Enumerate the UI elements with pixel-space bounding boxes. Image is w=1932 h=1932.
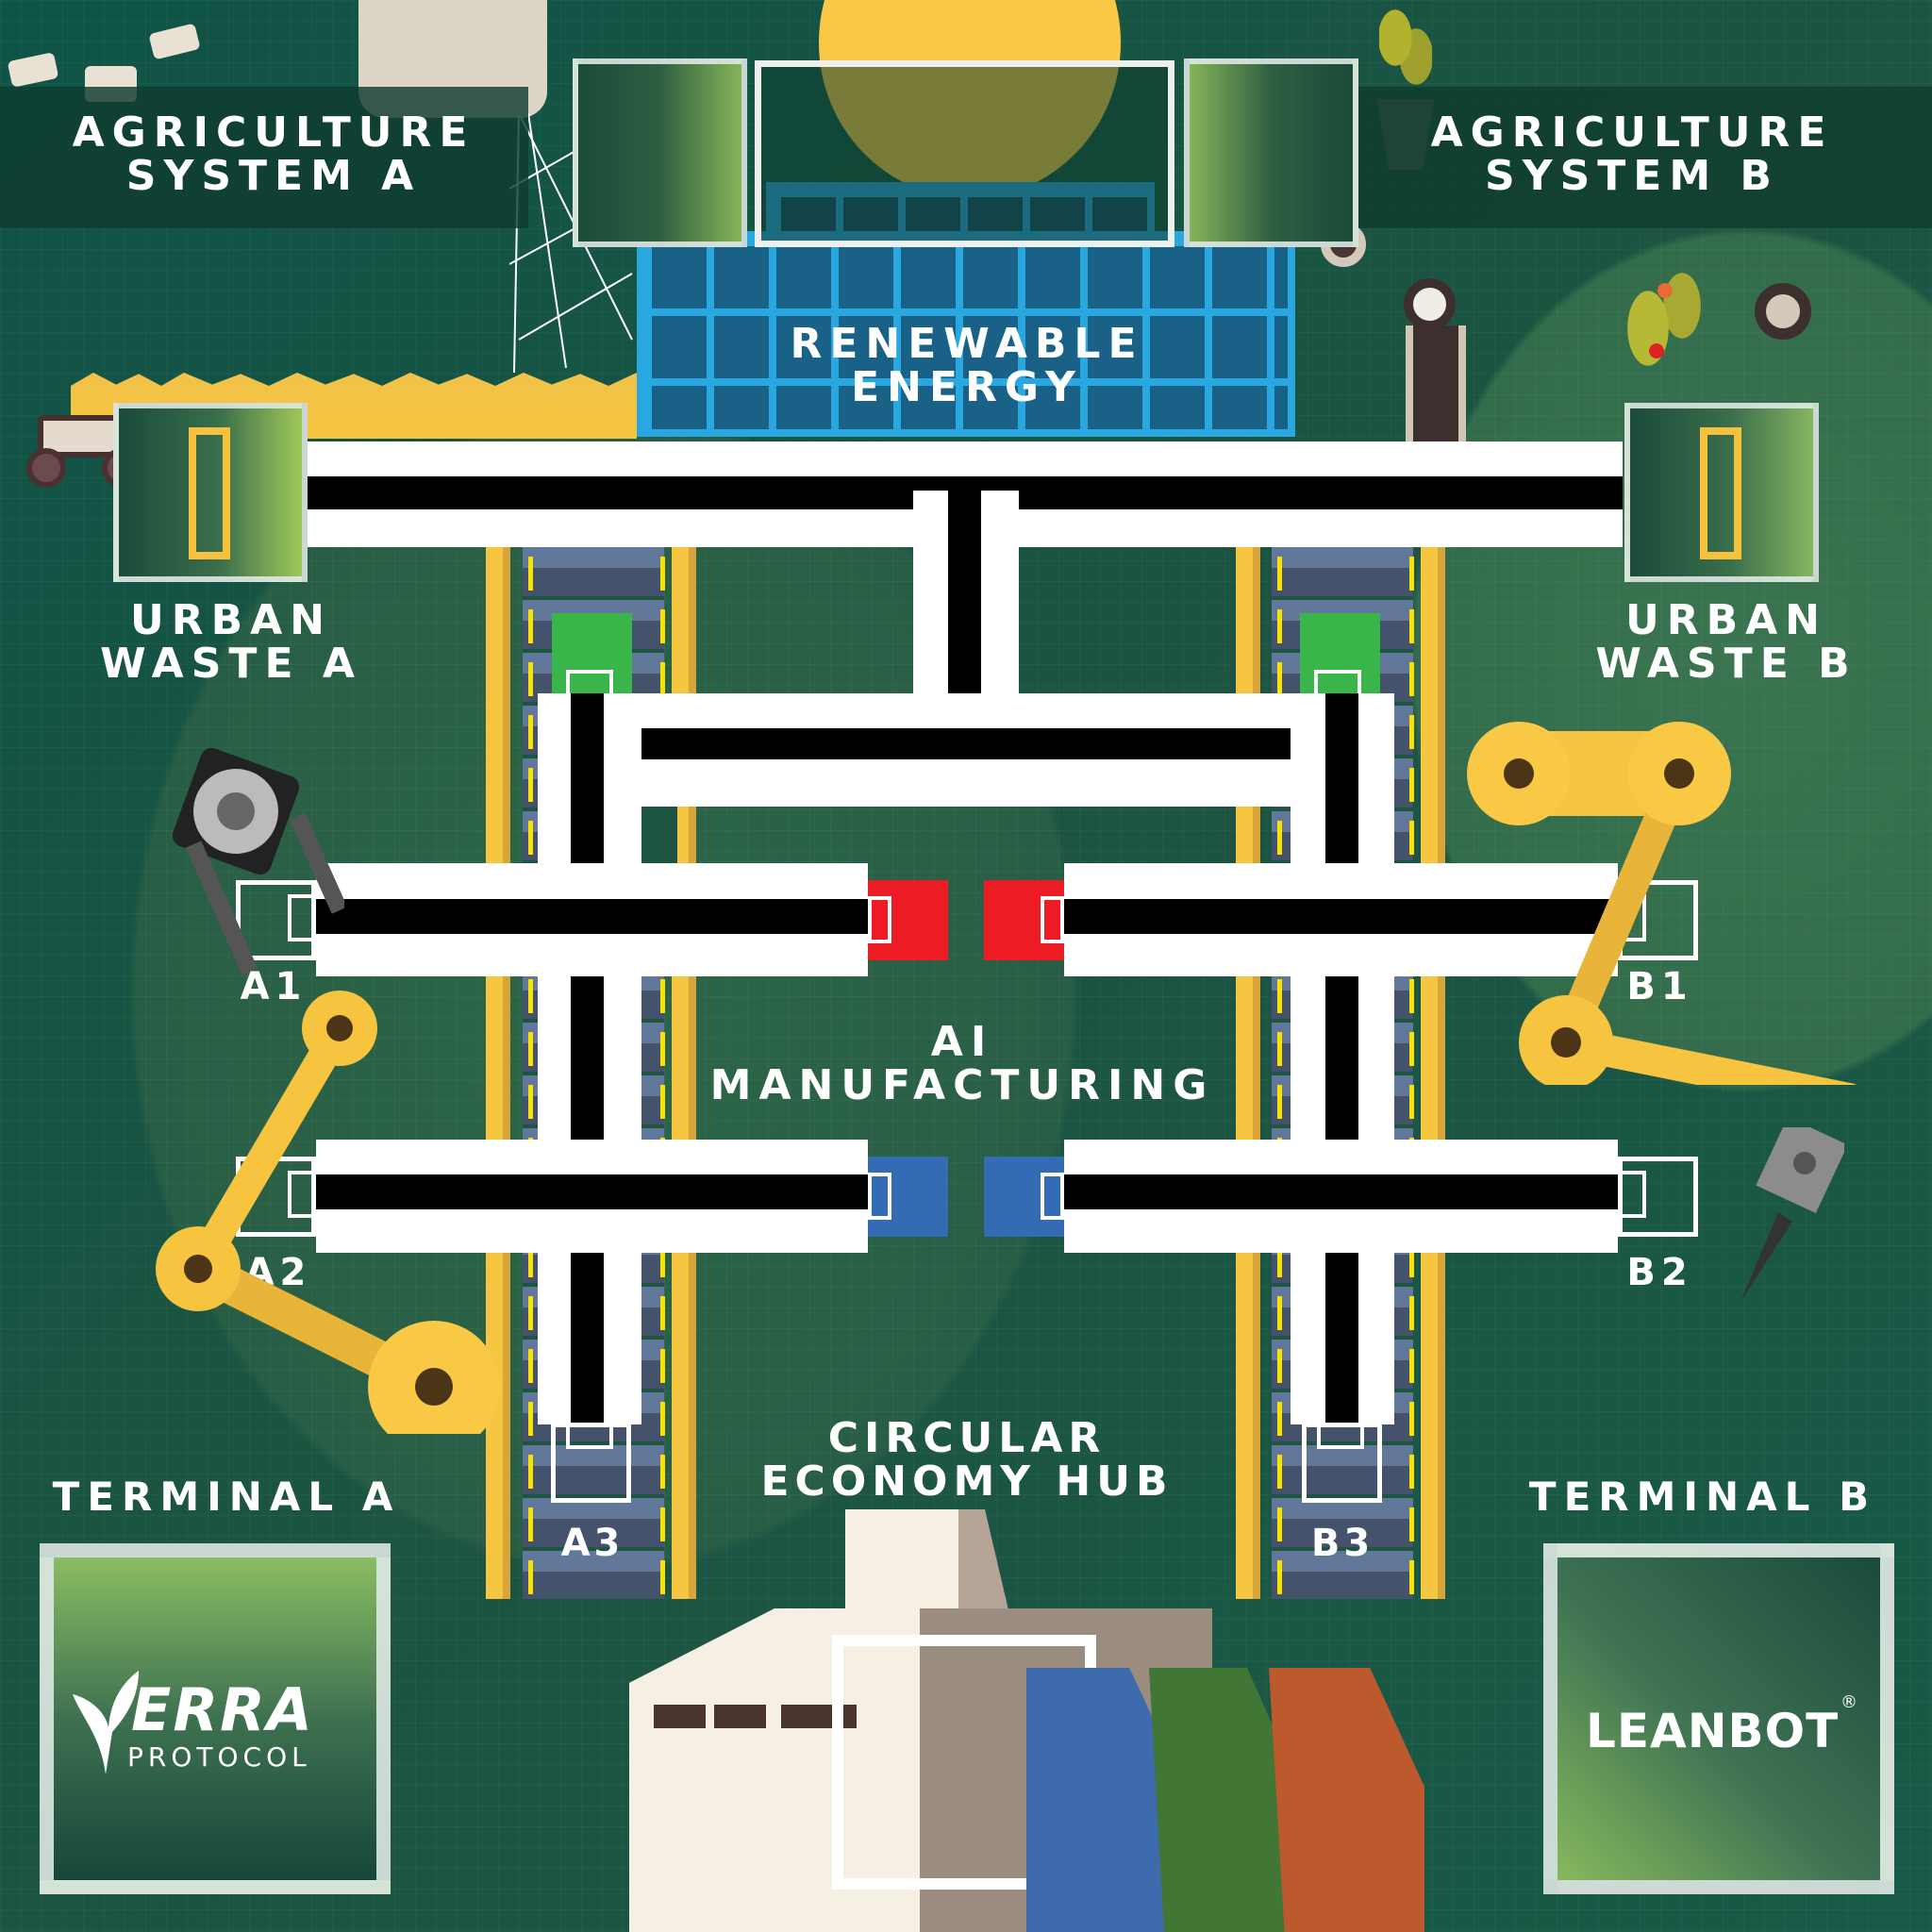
blue-marker-a[interactable] (868, 1157, 948, 1237)
agriculture-a-band (0, 87, 528, 228)
zone-terminal-a[interactable]: ERRA PROTOCOL (40, 1543, 391, 1894)
ai-manufacturing-label: AI MANUFACTURING (709, 1018, 1215, 1110)
tomato-plant-icon (1623, 245, 1707, 396)
green-block-a[interactable] (552, 613, 632, 693)
station-b3-label: B3 (1310, 1522, 1374, 1565)
leanbot-logo: LEANBOT ® (1586, 1692, 1869, 1760)
circular-economy-hub-label: CIRCULAR ECONOMY HUB (760, 1414, 1174, 1507)
red-marker-a[interactable] (868, 880, 948, 960)
urban-waste-b-label: URBAN WASTE B (1595, 596, 1857, 689)
terra-logo-text: ERRA (131, 1675, 314, 1744)
red-slot-a (868, 896, 891, 943)
leaf-logo-icon (73, 1671, 139, 1774)
urban-waste-a-slot (189, 427, 230, 559)
station-b1-label: B1 (1626, 965, 1693, 1008)
agriculture-b-band (1330, 87, 1932, 228)
terminal-b-label: TERMINAL B (1528, 1474, 1877, 1520)
station-a3-label: A3 (560, 1522, 625, 1565)
station-a2-slot (288, 1171, 316, 1218)
registered-mark: ® (1840, 1692, 1857, 1712)
zone-terminal-b[interactable]: LEANBOT ® (1543, 1543, 1894, 1894)
zone-renewable-energy[interactable] (755, 60, 1174, 247)
station-b2-label: B2 (1626, 1251, 1693, 1294)
drill-tool-icon (1740, 1127, 1844, 1302)
zone-urban-waste-b[interactable] (1624, 403, 1819, 582)
green-block-b[interactable] (1300, 613, 1380, 693)
robot-arm-left-icon (1321, 222, 1466, 443)
blue-slot-a (868, 1173, 891, 1220)
leanbot-logo-text: LEANBOT (1586, 1704, 1840, 1758)
terra-protocol-logo: ERRA PROTOCOL (73, 1671, 375, 1774)
station-b2-slot (1618, 1171, 1646, 1218)
red-marker-b[interactable] (984, 880, 1064, 960)
zone-agriculture-a[interactable] (573, 58, 747, 247)
robot-arm-right-icon (1717, 264, 1821, 377)
station-a3-slot (566, 1423, 613, 1449)
renewable-energy-label: RENEWABLE ENERGY (790, 320, 1144, 412)
solar-panel-front (637, 231, 1295, 437)
blue-marker-b[interactable] (984, 1157, 1064, 1237)
urban-waste-a-label: URBAN WASTE A (100, 596, 362, 689)
terminal-a-label: TERMINAL A (52, 1474, 401, 1520)
plant-leaves-icon (1379, 0, 1432, 94)
agriculture-system-b-label: AGRICULTURE SYSTEM B (1430, 108, 1834, 201)
station-a1-label: A1 (240, 965, 308, 1008)
yellow-robot-arm-left-icon (156, 991, 500, 1434)
agriculture-system-a-label: AGRICULTURE SYSTEM A (72, 108, 475, 201)
gripper-tool-icon (172, 747, 344, 975)
station-b3-slot (1317, 1423, 1364, 1449)
zone-urban-waste-a[interactable] (113, 403, 308, 582)
station-a1-slot (288, 894, 316, 941)
urban-waste-b-slot (1700, 427, 1741, 559)
blue-slot-b (1041, 1173, 1064, 1220)
yellow-robot-arm-right-icon (1467, 722, 1857, 1085)
zone-agriculture-b[interactable] (1184, 58, 1358, 247)
red-slot-b (1041, 896, 1064, 943)
terra-logo-subtext: PROTOCOL (127, 1741, 311, 1773)
